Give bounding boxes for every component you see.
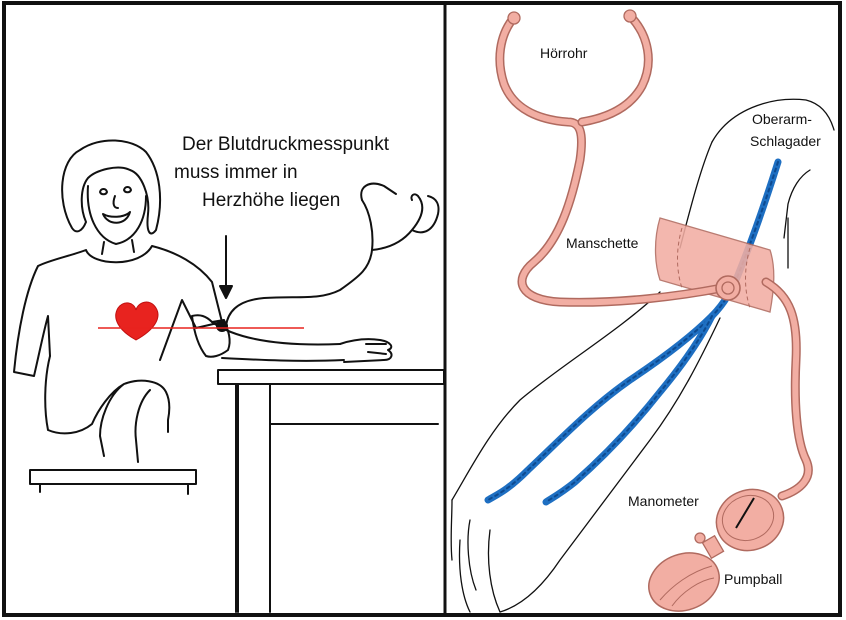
table-top: [218, 370, 444, 384]
right-panel: Hörrohr Oberarm- Schlagader Manschette M…: [451, 10, 834, 620]
label-oberarm-2: Schlagader: [750, 133, 821, 149]
woman-face: [88, 186, 146, 244]
caption-line-3: Herzhöhe liegen: [202, 190, 340, 211]
pump-valve: [702, 536, 723, 559]
stool: [30, 470, 196, 494]
table-legs: [236, 384, 438, 612]
woman-eye-left: [100, 189, 107, 194]
woman-neck: [102, 240, 134, 254]
caption-line-2: muss immer in: [174, 162, 298, 183]
label-pumpball: Pumpball: [724, 571, 782, 587]
ear-tip-right: [624, 10, 636, 22]
woman-hair: [62, 140, 160, 233]
pump-valve-knob: [695, 533, 705, 543]
artery: [488, 162, 778, 502]
hand-outline: [451, 500, 500, 612]
woman-fingers: [366, 344, 386, 354]
woman-hand: [340, 339, 391, 362]
heart-icon: [116, 302, 158, 340]
woman-nose: [114, 196, 118, 208]
chest-piece-inner: [722, 282, 734, 294]
measure-point-arrowhead: [220, 286, 232, 298]
ear-tip-left: [508, 12, 520, 24]
woman-legs: [45, 356, 169, 462]
label-hoerrohr: Hörrohr: [540, 45, 588, 61]
label-manschette: Manschette: [566, 235, 639, 251]
left-panel: [14, 140, 444, 612]
label-manometer: Manometer: [628, 493, 699, 509]
woman-eye-right: [124, 187, 131, 192]
woman-mouth: [103, 212, 130, 223]
stethoscope-tube-left: [226, 200, 373, 326]
caption-line-1: Der Blutdruckmesspunkt: [182, 134, 390, 155]
label-oberarm-1: Oberarm-: [752, 111, 812, 127]
